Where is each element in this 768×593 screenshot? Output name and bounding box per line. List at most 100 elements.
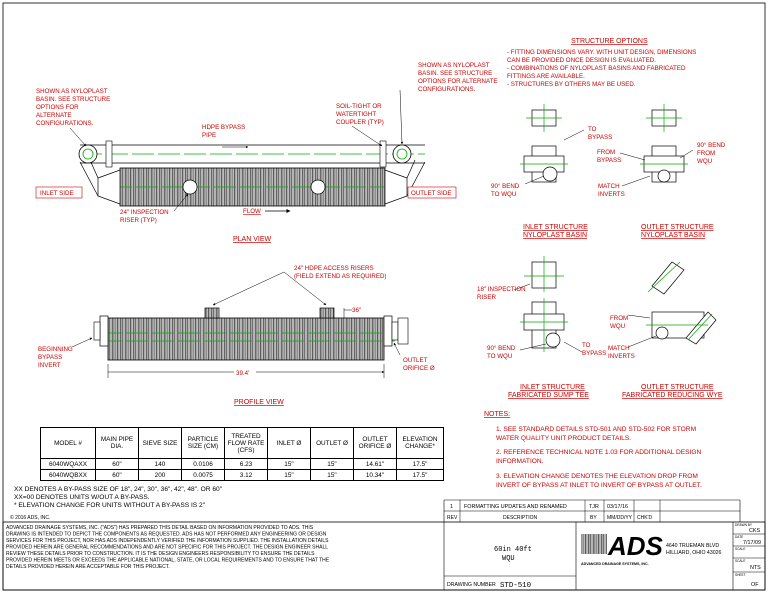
cell-elevation: 17.5" [396, 458, 444, 470]
copyright: © 2016 ADS, INC. [10, 514, 50, 521]
side-value-2: 7/17/09 [743, 540, 761, 546]
rev-header-chkd: CHK'D [637, 515, 653, 521]
plan-left-note-3: OPTIONS FOR [36, 104, 79, 111]
side-value-1: CKS [749, 528, 760, 534]
structure-options-line-4: FITTINGS ARE AVAILABLE. [507, 73, 585, 80]
disclaimer-line-5: REVIEW THESE DETAILS PRIOR TO CONSTRUCTI… [6, 551, 315, 557]
footnote-1: XX DENOTES A BY-PASS SIZE OF 18", 24", 3… [14, 486, 223, 493]
fab-bend-wqu-label-1: 90° BEND [487, 345, 516, 352]
inlet-fabricated-detail: 18" INSPECTION RISER TO BYPASS 90° BEND … [477, 256, 606, 399]
cell-orifice: 14.61" [353, 458, 397, 470]
dim-36-label: 36" [352, 307, 361, 314]
disclaimer-line-1: ADVANCED DRAINAGE SYSTEMS, INC. ("ADS") … [6, 525, 314, 531]
disclaimer-line-3: SERVICES FOR THIS PROJECT, NOR HAS ADS I… [6, 538, 329, 544]
structure-options-title: STRUCTURE OPTIONS [571, 38, 648, 45]
plan-view: SHOWN AS NYLOPLAST BASIN. SEE STRUCTURE … [35, 62, 498, 243]
from-wqu-label-2: WQU [610, 323, 625, 330]
table-footnotes: XX DENOTES A BY-PASS SIZE OF 18", 24", 3… [10, 486, 223, 521]
cell-outlet: 15" [310, 458, 354, 470]
to-bypass-label-1: TO [588, 126, 597, 133]
inspection-18-label-1: 18" INSPECTION [477, 286, 526, 293]
address-line-2: HILLIARD, OHIO 43026 [666, 550, 721, 556]
outlet-nyloplast-title-1: OUTLET STRUCTURE [641, 224, 714, 231]
table-row: 6040WQAXX 60" 140 0.0106 6.23 15" 15" 14… [40, 458, 444, 470]
side-label-1: DRAWN BY [735, 523, 753, 527]
bend-from-wqu-label-1: 90° BEND [697, 142, 726, 149]
plan-right-note-4: CONFIGURATIONS. [418, 86, 476, 93]
drawing-title-1: 60in 40ft [494, 546, 532, 554]
structure-options: STRUCTURE OPTIONS - FITTING DIMENSIONS V… [507, 38, 696, 88]
address-line-1: 4640 TRUEMAN BLVD [666, 543, 719, 549]
footnote-3: * ELEVATION CHANGE FOR UNITS WITHOUT A B… [14, 502, 206, 509]
plan-left-note-1: SHOWN AS NYLOPLAST [36, 88, 108, 95]
coupler-label-2: WATERTIGHT [336, 111, 376, 118]
outlet-orifice-label-2: ORIFICE Ø [403, 365, 435, 372]
inspection-riser-label-2: RISER (TYP) [120, 217, 157, 224]
header-flow-rate: TREATED FLOW RATE (CFS) [224, 427, 268, 459]
title-block: 1 FORMATTING UPDATES AND RENAMED TJR 03/… [2, 499, 766, 591]
cell-main-pipe: 60" [95, 469, 139, 481]
access-risers-label-2: (FIELD EXTEND AS REQUIRED) [294, 273, 386, 280]
fab-bend-wqu-label-2: TO WQU [487, 353, 512, 360]
table-header-row: MODEL # MAIN PIPE DIA. SIEVE SIZE PARTIC… [40, 427, 444, 459]
notes-section: NOTES: 1. SEE STANDARD DETAILS STD-501 A… [484, 411, 702, 489]
cell-flow-rate: 3.12 [224, 469, 268, 481]
plan-right-note-3: OPTIONS FOR ALTERNATE [418, 78, 498, 85]
inlet-side-label: INLET SIDE [40, 190, 74, 197]
rev-header-desc: DESCRIPTION [503, 515, 538, 521]
drawing-number: STD-510 [500, 582, 531, 590]
note-2-line-2: INFORMATION. [496, 458, 544, 465]
side-label-3: SCALE [735, 547, 745, 551]
disclaimer-line-4: PROVIDED HEREIN ARE GENERAL RECOMMENDATI… [6, 545, 328, 551]
model-spec-table: MODEL # MAIN PIPE DIA. SIEVE SIZE PARTIC… [40, 427, 444, 481]
side-value-5: OF [751, 582, 759, 588]
header-orifice: OUTLET ORIFICE Ø [353, 427, 397, 459]
profile-view-title: PROFILE VIEW [234, 399, 284, 406]
to-bypass-label-2: BYPASS [588, 134, 612, 141]
profile-view: 36" 24" HDPE ACCESS RISERS (FIELD EXTEND… [38, 265, 435, 406]
cell-orifice: 10.34" [353, 469, 397, 481]
coupler-label-1: SOIL-TIGHT OR [336, 103, 382, 110]
structure-options-line-1: - FITTING DIMENSIONS VARY. WITH UNIT DES… [507, 49, 696, 56]
drawing-number-label: DRAWING NUMBER [447, 582, 496, 588]
inspection-riser-label-1: 24" INSPECTION [120, 209, 169, 216]
note-1-line-2: WATER QUALITY UNIT PRODUCT DETAILS. [496, 435, 631, 442]
rev-header-by: BY [590, 515, 597, 521]
access-risers-label-1: 24" HDPE ACCESS RISERS [294, 265, 374, 272]
note-2-line-1: 2. REFERENCE TECHNICAL NOTE 1.03 FOR ADD… [496, 449, 702, 456]
cell-model: 6040WQAXX [40, 458, 96, 470]
inlet-nyloplast-detail: TO BYPASS 90° BEND TO WQU INLET STRUCTUR… [491, 104, 612, 239]
bend-from-wqu-label-3: WQU [697, 158, 712, 165]
ads-logo: ADS ADVANCED DRAINAGE SYSTEMS, INC. [581, 531, 664, 566]
inspection-18-label-2: RISER [477, 294, 496, 301]
note-1-line-1: 1. SEE STANDARD DETAILS STD-501 AND STD-… [496, 426, 696, 433]
structure-options-line-3: - COMBINATIONS OF NYLOPLAST BASINS AND F… [507, 65, 686, 72]
bend-wqu-label-2: TO WQU [491, 191, 516, 198]
hdpe-bypass-label-2: PIPE [202, 132, 216, 139]
plan-view-title: PLAN VIEW [233, 236, 272, 243]
header-outlet: OUTLET Ø [310, 427, 354, 459]
cell-main-pipe: 60" [95, 458, 139, 470]
cell-inlet: 15" [267, 469, 311, 481]
note-3-line-1: 3. ELEVATION CHANGE DENOTES THE ELEVATIO… [496, 473, 698, 480]
match-inverts-label-1: MATCH [598, 183, 620, 190]
ads-logo-text: ADS [607, 531, 664, 561]
header-particle: PARTICLE SIZE (CM) [181, 427, 225, 459]
outlet-side-label: OUTLET SIDE [411, 190, 451, 197]
outlet-nyloplast-detail: FROM BYPASS 90° BEND FROM WQU MATCH INVE… [597, 104, 726, 239]
rev-date: 03/17/16 [607, 504, 628, 510]
inlet-nyloplast-title-2: NYLOPLAST BASIN [523, 232, 587, 239]
beginning-label-2: BYPASS [38, 354, 62, 361]
header-sieve: SIEVE SIZE [138, 427, 182, 459]
cell-sieve: 140 [138, 458, 182, 470]
header-inlet: INLET Ø [267, 427, 311, 459]
cell-particle: 0.0106 [181, 458, 225, 470]
bend-wqu-label-1: 90° BEND [491, 183, 520, 190]
hdpe-bypass-label-1: HDPE BYPASS [202, 124, 245, 131]
outlet-fab-title-1: OUTLET STRUCTURE [641, 384, 714, 391]
match-inverts-label-2: INVERTS [598, 191, 625, 198]
cell-inlet: 15" [267, 458, 311, 470]
plan-right-note-1: SHOWN AS NYLOPLAST [418, 62, 490, 69]
notes-title: NOTES: [484, 411, 510, 418]
